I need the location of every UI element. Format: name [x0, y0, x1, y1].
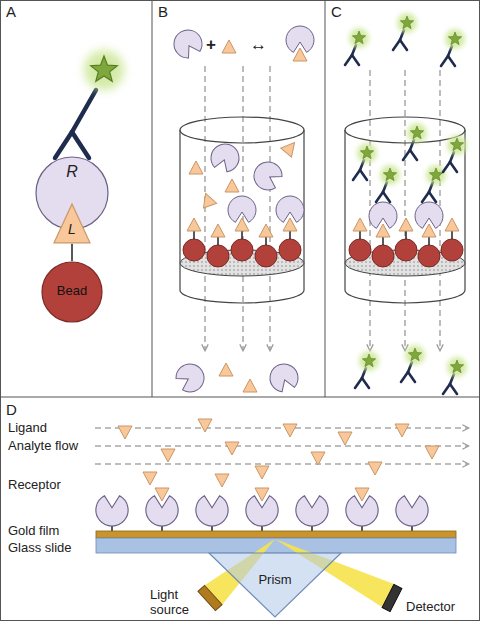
bead-symbol	[372, 224, 394, 267]
part-label: Glass slide	[8, 541, 72, 556]
panel-c-illustration	[345, 13, 467, 394]
part-label: Analyte flow	[8, 439, 78, 454]
receptor-symbol	[415, 202, 443, 228]
panel-b-illustration	[169, 25, 314, 396]
bead-symbol	[441, 218, 463, 261]
panel-letter: C	[331, 3, 342, 20]
detector-device	[382, 584, 402, 611]
antibody-symbol	[403, 123, 427, 160]
node-label: R	[66, 162, 78, 181]
receptor-symbol	[169, 25, 206, 62]
bead-symbol	[418, 224, 440, 267]
fluorescent-star	[84, 50, 124, 90]
antibody-label	[55, 50, 124, 158]
glass-slide	[96, 538, 456, 553]
part-label: Ligand	[8, 421, 47, 436]
ligand-symbol	[222, 40, 236, 53]
ligand-symbol	[243, 379, 257, 392]
antibody-symbol	[355, 351, 379, 388]
light-source-device	[198, 585, 222, 610]
plus-sign: +	[206, 35, 216, 55]
flow-arrows	[205, 66, 270, 350]
antibody-symbol	[401, 345, 425, 382]
panel-letter: A	[6, 3, 16, 20]
ligand-symbol	[281, 138, 300, 157]
receptor-symbol	[228, 196, 256, 222]
receptor-symbol	[249, 157, 286, 194]
node-label: Bead	[57, 283, 87, 299]
part-label: Detector	[406, 600, 455, 615]
bead-symbol	[349, 218, 371, 261]
equilibrium-arrow: ↔	[250, 35, 267, 55]
ligand-symbols	[118, 419, 439, 487]
bead-symbol	[207, 224, 229, 267]
bead-symbol	[231, 218, 253, 261]
bead-symbol	[183, 218, 205, 261]
antibody-symbol	[422, 165, 446, 202]
antibody-symbol	[443, 135, 467, 172]
panel-letter: B	[158, 3, 168, 20]
panel-letter: D	[6, 401, 17, 418]
antibody-symbol	[376, 165, 400, 202]
bead-symbol	[279, 218, 301, 261]
gold-film	[96, 531, 456, 538]
antibody-symbol	[443, 357, 467, 394]
bead-symbol	[255, 224, 277, 267]
panel-d-illustration	[95, 419, 468, 612]
receptor-symbol	[266, 360, 301, 394]
receptor-symbol	[276, 196, 304, 222]
antibody-symbol	[345, 28, 369, 65]
node-label: L	[68, 221, 76, 238]
column-cylinder	[345, 117, 465, 303]
ligand-symbol	[189, 161, 203, 174]
antibody-symbol	[353, 143, 377, 180]
receptor-symbols	[96, 488, 428, 531]
receptor-symbol	[172, 359, 209, 396]
ligand-symbol	[219, 363, 233, 376]
bead-symbol	[395, 218, 417, 261]
connector-line	[71, 244, 73, 261]
receptor-symbol	[208, 140, 243, 174]
node-label: Prism	[258, 572, 291, 588]
column-cylinder	[180, 117, 304, 303]
ligand-symbol	[199, 191, 217, 208]
ligand-triangle: L	[53, 203, 91, 244]
part-label: Light source	[150, 588, 196, 618]
ligand-symbol	[225, 179, 239, 192]
antibody-symbol	[441, 29, 465, 66]
antibody-symbol	[393, 13, 417, 50]
flow-arrows	[95, 428, 468, 464]
part-label: Gold film	[8, 524, 59, 539]
part-label: Receptor	[8, 478, 61, 493]
prism-shape: Prism	[208, 552, 342, 618]
ligand-symbol	[293, 48, 307, 61]
receptor-symbol	[369, 202, 397, 228]
bead-circle: Bead	[41, 261, 103, 323]
